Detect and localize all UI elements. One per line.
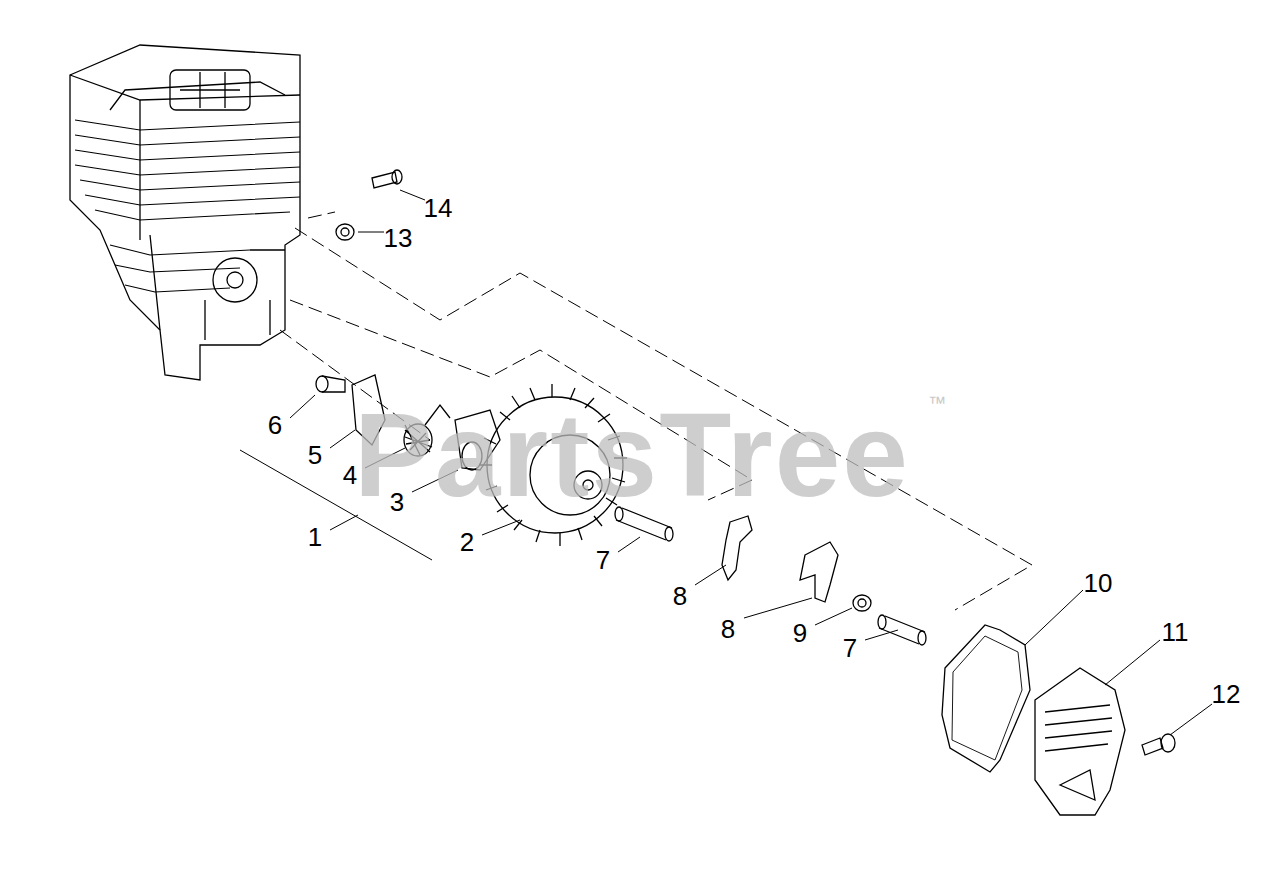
callout-number: 13	[384, 225, 413, 251]
guide-lines	[280, 212, 1032, 610]
callout-number: 7	[843, 635, 857, 661]
callout-number: 7	[596, 547, 610, 573]
governor-arm	[800, 542, 838, 602]
callout-number: 12	[1212, 681, 1241, 707]
leader-lines	[290, 190, 1212, 735]
pin	[878, 615, 926, 645]
watermark: PartsTree	[354, 396, 910, 514]
callout-number: 1	[308, 524, 322, 550]
callout-number: 10	[1084, 570, 1113, 596]
bolt	[1142, 734, 1175, 755]
bolt	[316, 376, 345, 392]
callout-number: 9	[793, 620, 807, 646]
callout-number: 11	[1162, 619, 1189, 645]
callout-number: 2	[460, 529, 474, 555]
governor-cover	[1035, 668, 1125, 815]
callout-number: 5	[308, 442, 322, 468]
washer	[336, 224, 354, 240]
callout-number: 14	[424, 195, 453, 221]
bolt	[372, 170, 402, 188]
callout-number: 8	[673, 583, 687, 609]
callout-number: 6	[268, 412, 282, 438]
engine-block	[70, 45, 300, 380]
callout-number: 8	[721, 616, 735, 642]
governor-lever	[722, 516, 752, 580]
watermark: ™	[928, 394, 946, 412]
gasket	[942, 625, 1030, 772]
washer	[853, 595, 871, 611]
